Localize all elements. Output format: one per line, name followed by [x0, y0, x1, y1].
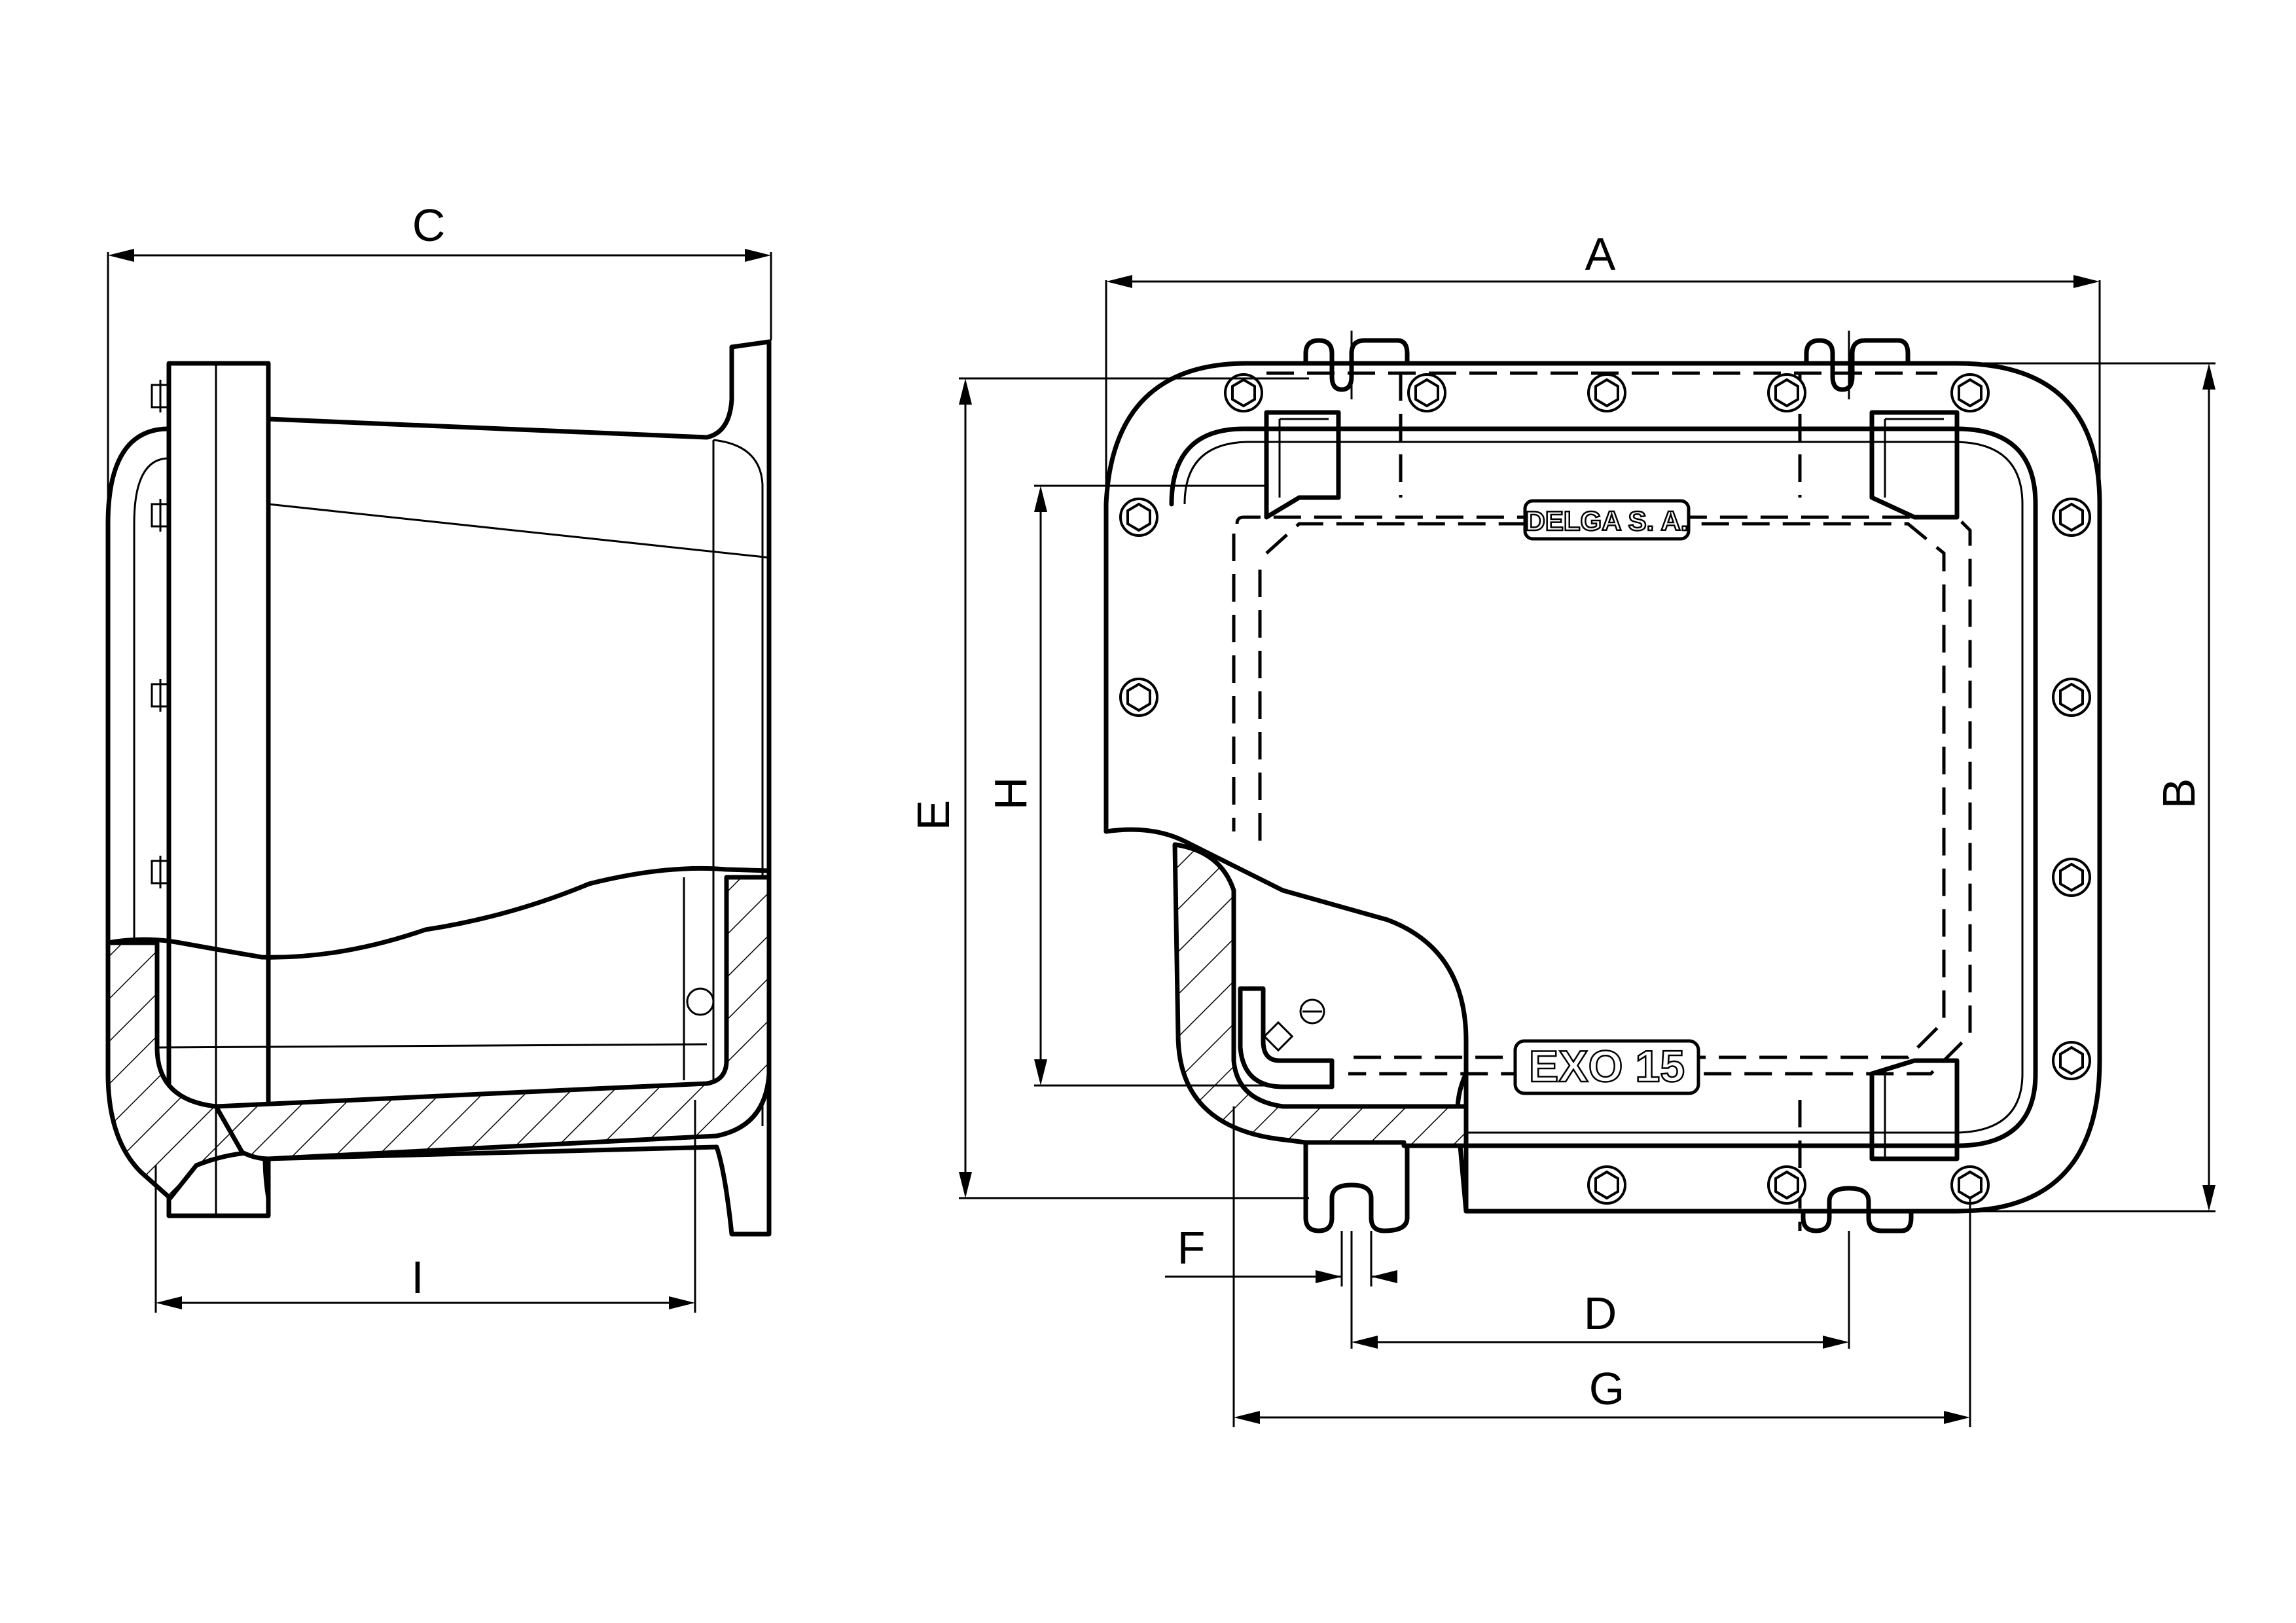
lug-bottom-right	[1801, 1186, 1914, 1233]
cover-dome	[105, 426, 171, 945]
side-view-dimensions: C I	[107, 200, 772, 1313]
dim-label-A: A	[1585, 228, 1616, 280]
lug-bottom-left	[1303, 1137, 1410, 1233]
nameplate-maker: DELGA S. A.	[1523, 499, 1691, 541]
side-view	[105, 339, 772, 1237]
dim-label-F: F	[1177, 1222, 1206, 1273]
cover-flange	[166, 361, 271, 1218]
inner-cavity-dashed	[1235, 515, 1972, 1076]
dim-label-G: G	[1589, 1363, 1624, 1414]
dim-label-H: H	[985, 777, 1036, 811]
lug-top-left	[1303, 338, 1410, 392]
nameplate-model: EXO 15	[1513, 1039, 1700, 1095]
nameplate-model-text: EXO 15	[1529, 1042, 1685, 1091]
nameplate-maker-text: DELGA S. A.	[1526, 505, 1689, 536]
outer-body	[1103, 361, 2102, 1214]
dim-label-D: D	[1584, 1288, 1617, 1339]
dim-label-I: I	[411, 1252, 423, 1303]
front-view: DELGA S. A. EXO 15	[1103, 331, 2102, 1233]
front-view-dimensions: A B E H F D	[908, 228, 2215, 1427]
section-bottom-wall	[213, 875, 772, 1161]
dim-label-E: E	[908, 800, 959, 831]
flange-inner	[1169, 426, 2038, 1148]
body-outline	[262, 339, 772, 1237]
section-cover	[105, 940, 264, 1201]
section-front-wall	[1172, 842, 1469, 1148]
dim-label-C: C	[412, 200, 446, 251]
dim-label-B: B	[2153, 778, 2204, 809]
lug-top-right	[1804, 338, 1910, 392]
